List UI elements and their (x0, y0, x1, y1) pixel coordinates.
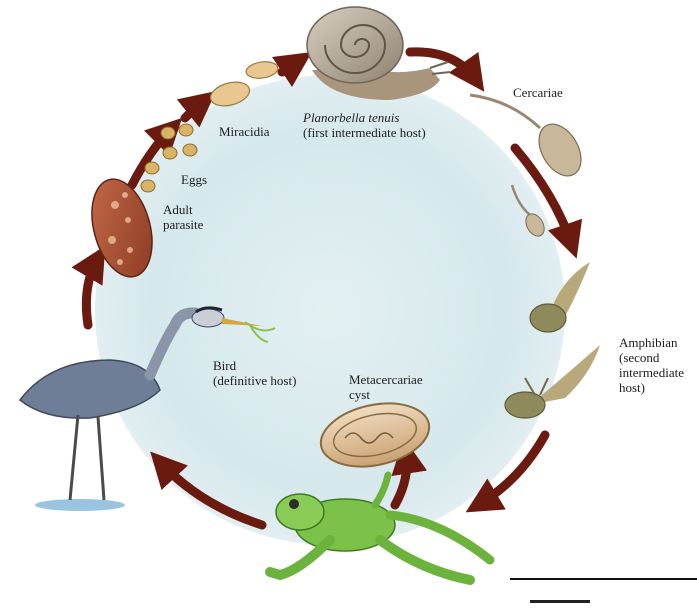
label-snail: Planorbella tenuis (first intermediate h… (303, 110, 426, 140)
label-metacercariae: Metacercariae cyst (349, 372, 423, 402)
label-amphibian-line1: Amphibian (619, 335, 684, 350)
label-amphibian-line4: host) (619, 380, 684, 395)
arrow-miracidia-to-snail (282, 60, 300, 72)
label-bird-line2: (definitive host) (213, 373, 296, 388)
label-amphibian-line3: intermediate (619, 365, 684, 380)
label-adult-line2: parasite (163, 217, 203, 232)
label-snail-role: (first intermediate host) (303, 125, 426, 140)
corner-rule-line (510, 578, 697, 580)
label-snail-species: Planorbella tenuis (303, 110, 399, 125)
label-miracidia: Miracidia (219, 124, 270, 139)
background-circle (95, 75, 565, 545)
label-bird: Bird (definitive host) (213, 358, 296, 388)
label-amphibian: Amphibian (second intermediate host) (619, 335, 684, 395)
label-eggs: Eggs (181, 172, 207, 187)
label-adult-line1: Adult (163, 202, 203, 217)
label-meta-line2: cyst (349, 387, 423, 402)
corner-text-fragment (530, 600, 590, 603)
label-adult-parasite: Adult parasite (163, 202, 203, 232)
label-meta-line1: Metacercariae (349, 372, 423, 387)
label-bird-line1: Bird (213, 358, 296, 373)
label-amphibian-line2: (second (619, 350, 684, 365)
label-cercariae: Cercariae (513, 85, 563, 100)
